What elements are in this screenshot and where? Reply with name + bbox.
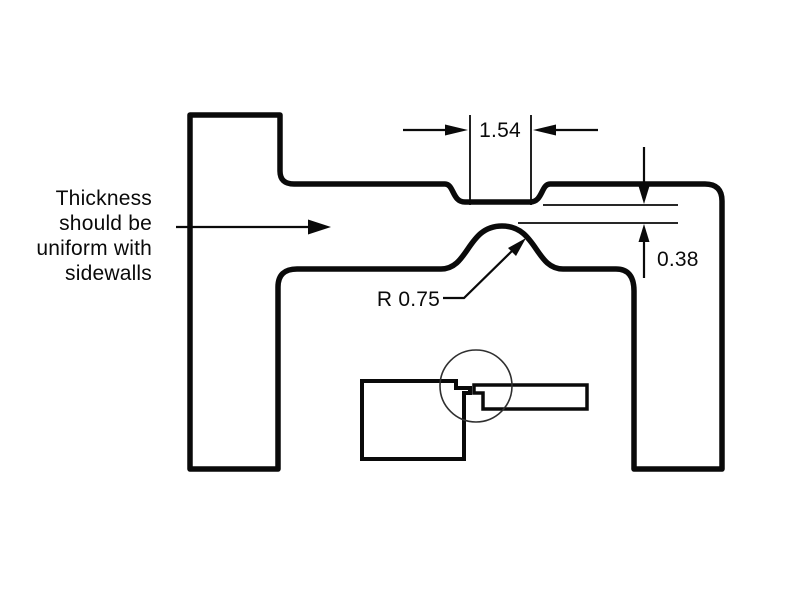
arrow-down-icon bbox=[638, 186, 650, 204]
wall-thickness-dimension: 0.38 bbox=[518, 147, 699, 278]
inset-box-wall bbox=[360, 379, 472, 461]
arrow-up-right-icon bbox=[508, 238, 526, 256]
detail-circle bbox=[439, 349, 513, 423]
note-line-4: sidewalls bbox=[65, 262, 152, 285]
radius-leader-line bbox=[443, 249, 514, 300]
part-cross-section bbox=[187, 112, 725, 472]
inset-lid-tongue bbox=[472, 383, 589, 411]
radius-value: R 0.75 bbox=[377, 288, 440, 311]
note-line-1: Thickness bbox=[56, 187, 152, 210]
groove-width-value: 1.54 bbox=[479, 119, 521, 142]
arrow-right-icon bbox=[445, 124, 468, 136]
arrow-left-icon bbox=[533, 124, 556, 136]
part-outline bbox=[187, 112, 725, 472]
groove-width-dimension: 1.54 bbox=[403, 115, 598, 205]
radius-callout: R 0.75 bbox=[377, 238, 526, 311]
assembly-inset bbox=[360, 349, 589, 461]
wall-thickness-value: 0.38 bbox=[657, 248, 699, 271]
note-line-3: uniform with bbox=[36, 237, 152, 260]
arrow-up-icon bbox=[638, 224, 650, 242]
arrow-right-icon bbox=[308, 219, 331, 235]
note-line-2: should be bbox=[59, 212, 152, 235]
uniform-thickness-note: Thickness should be uniform with sidewal… bbox=[36, 187, 331, 285]
